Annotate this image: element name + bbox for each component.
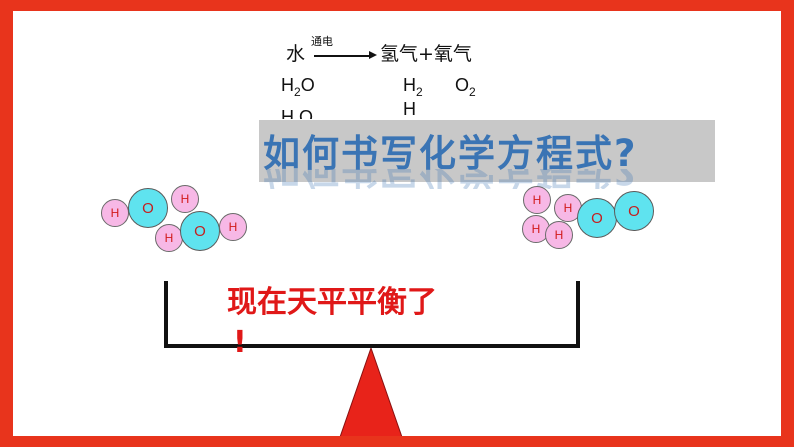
reaction-condition: 通电 — [311, 35, 333, 48]
products-text: 氢气+氧气 — [380, 43, 472, 65]
formula-water: H2O — [281, 75, 315, 99]
balance-left-arm — [164, 281, 168, 348]
balance-fulcrum-icon — [339, 348, 403, 436]
atom-label: H — [164, 231, 174, 245]
formula-oxygen-o: O — [455, 75, 470, 95]
formula-hydrogen-h: H — [403, 75, 416, 95]
atom-label: O — [194, 222, 206, 240]
balance-beam — [164, 344, 580, 348]
atom-hydrogen: H — [101, 199, 129, 227]
formula-oxygen: O2 — [455, 75, 476, 99]
atom-hydrogen: H — [523, 186, 551, 214]
atom-label: O — [591, 209, 603, 227]
balanced-message: 现在天平平衡了 — [227, 285, 437, 320]
formula-water-partial: H O — [281, 107, 314, 119]
formula-hydrogen-partial: H — [403, 99, 416, 119]
slide-title-reflection-text: 如何书写化学方程式? — [263, 169, 733, 189]
slide-title-reflection: 如何书写化学方程式? — [263, 169, 733, 189]
formula-oxygen-sub: 2 — [469, 85, 476, 99]
atom-label: O — [142, 199, 154, 217]
atom-hydrogen: H — [219, 213, 247, 241]
atom-label: H — [180, 192, 190, 206]
formula-hydrogen-sub: 2 — [416, 85, 423, 99]
formula-water-sub: 2 — [294, 85, 301, 99]
atom-label: H — [563, 201, 573, 215]
atom-oxygen: O — [614, 191, 654, 231]
atom-oxygen: O — [180, 211, 220, 251]
title-band — [259, 120, 715, 182]
atom-label: H — [532, 193, 542, 207]
slide-title: 如何书写化学方程式? — [263, 132, 638, 175]
balance-right-arm — [576, 281, 580, 348]
atom-hydrogen: H — [155, 224, 183, 252]
atom-label: O — [628, 202, 640, 220]
reaction-arrow-line — [314, 55, 372, 57]
atom-hydrogen: H — [545, 221, 573, 249]
formula-water-o: O — [300, 75, 315, 95]
atom-oxygen: O — [577, 198, 617, 238]
atom-label: H — [228, 220, 238, 234]
atom-label: H — [554, 228, 564, 242]
reactant-water: 水 — [286, 43, 306, 65]
atom-hydrogen: H — [171, 185, 199, 213]
atom-oxygen: O — [128, 188, 168, 228]
balanced-exclamation: ! — [233, 325, 247, 360]
reaction-arrow-head-icon — [369, 51, 377, 59]
slide: 水 通电 氢气+氧气 H2O H2 O2 H O H 如何书写化学方程式? 如何… — [13, 11, 781, 436]
formula-water-h: H — [281, 75, 294, 95]
atom-label: H — [531, 222, 541, 236]
atom-label: H — [110, 206, 120, 220]
formula-hydrogen: H2 — [403, 75, 423, 99]
